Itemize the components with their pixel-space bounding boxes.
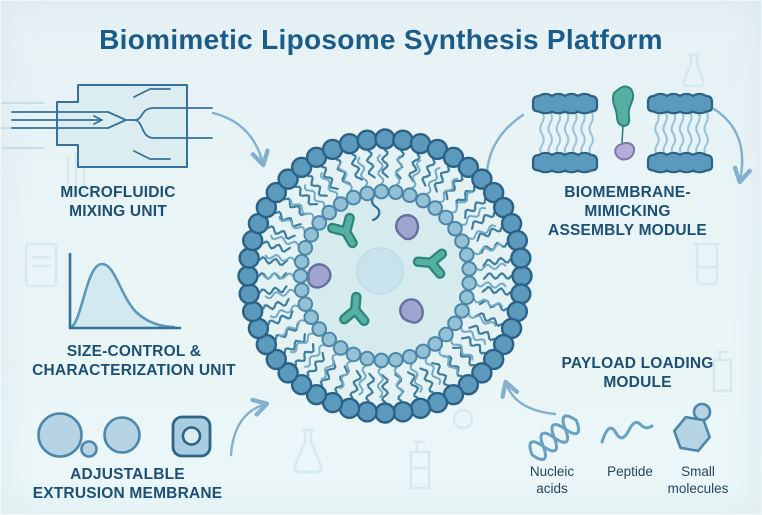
flow-line-liposome-to-biomembrane	[485, 113, 525, 174]
size-distribution-curve-icon	[68, 252, 182, 330]
label-line: MICROFLUIDIC	[60, 184, 176, 201]
bilayer-patch-right	[646, 92, 714, 174]
liposome-illustration	[237, 128, 533, 424]
biomembrane-label: BIOMEMBRANE- MIMICKING ASSEMBLY MODULE	[515, 183, 740, 240]
label-line: acids	[536, 480, 568, 496]
flow-arrows	[211, 107, 752, 457]
lipid-bilayer-icon	[531, 85, 714, 174]
bilayer-patch-left	[531, 92, 599, 174]
label-line: molecules	[667, 480, 729, 496]
label-line: EXTRUSION MEMBRANE	[32, 485, 223, 502]
label-line: PAYLOAD LOADING	[561, 355, 714, 372]
label-line: Small	[681, 464, 715, 479]
microfluidic-label: MICROFLUIDIC MIXING UNIT	[8, 183, 228, 221]
protein-cargo	[395, 213, 420, 241]
size-control-label: SIZE-CONTROL & CHARACTERIZATION UNIT	[8, 342, 260, 380]
protein-cargo	[399, 298, 424, 324]
vial-watermark-icon	[712, 350, 733, 393]
nucleic-acids-label: Nucleic acids	[510, 464, 594, 497]
flow-arrow-biomembrane-down	[712, 107, 752, 185]
antibody-cargo	[412, 248, 448, 279]
peptide-icon	[600, 420, 654, 444]
protein-cargo	[307, 263, 332, 289]
label-line: ASSEMBLY MODULE	[548, 222, 707, 239]
watermark-icons	[24, 53, 733, 490]
flow-arrow-microfluidic-to-liposome	[211, 111, 270, 168]
peptide-label: Peptide	[588, 464, 672, 481]
small-molecules-label: Small molecules	[652, 464, 744, 497]
flask-watermark-icon	[293, 428, 323, 474]
page-title: Biomimetic Liposome Synthesis Platform	[99, 24, 663, 55]
small-flask-watermark-icon	[682, 53, 705, 88]
extrusion-label: ADJUSTALBLE EXTRUSION MEMBRANE	[5, 465, 250, 503]
circle-watermark-icon	[452, 408, 474, 430]
label-line: MIMICKING	[584, 203, 671, 220]
label-line: SIZE-CONTROL &	[66, 343, 202, 360]
label-line: MIXING UNIT	[69, 203, 167, 220]
flow-arrow-payload-to-liposome	[500, 379, 557, 416]
antibody-cargo	[327, 212, 358, 249]
membrane-protein-icon	[612, 85, 636, 161]
small-molecule-icon	[673, 402, 712, 453]
flow-arrow-extrusion-to-liposome	[229, 397, 270, 457]
label-line: ADJUSTALBLE	[70, 466, 185, 483]
clipboard-watermark-icon	[24, 242, 58, 288]
label-line: Peptide	[607, 464, 653, 479]
extrusion-membrane-icon	[37, 412, 212, 458]
label-line: CHARACTERIZATION UNIT	[32, 362, 236, 379]
beaker-watermark-icon	[692, 242, 722, 286]
dna-icon	[528, 414, 581, 462]
payload-label: PAYLOAD LOADING MODULE	[525, 354, 750, 392]
antibody-cargo	[339, 291, 370, 327]
microfluidic-chip-icon	[1, 84, 213, 168]
label-line: MODULE	[603, 374, 672, 391]
label-line: Nucleic	[529, 464, 575, 479]
bottle-watermark-icon	[409, 440, 431, 490]
label-line: BIOMEMBRANE-	[564, 184, 691, 201]
